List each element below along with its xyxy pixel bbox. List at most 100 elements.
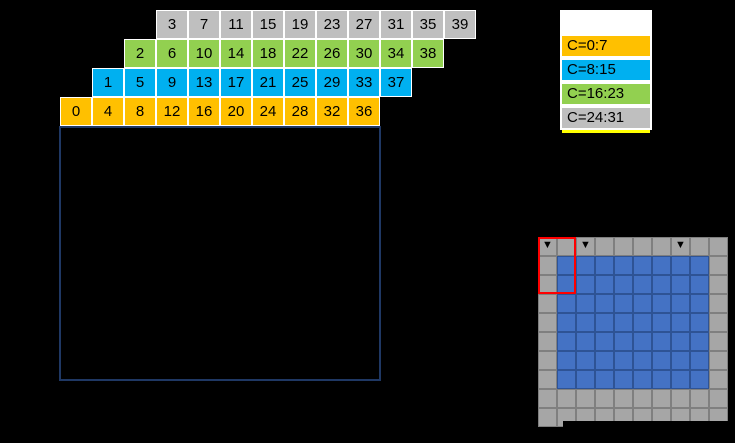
halo-cell: [538, 294, 557, 313]
interior-cell: [557, 313, 576, 332]
interior-cell: [595, 313, 614, 332]
index-cell: 2: [124, 39, 156, 68]
index-cell: 12: [156, 97, 188, 126]
index-cell: 15: [252, 10, 284, 39]
index-cell: 3: [156, 10, 188, 39]
index-cell: 16: [188, 97, 220, 126]
down-arrow-icon: ▼: [542, 239, 553, 251]
index-cell: 28: [284, 97, 316, 126]
interior-cell: [633, 275, 652, 294]
index-cell: 11: [220, 10, 252, 39]
index-cell: 1: [92, 68, 124, 97]
index-cell: 4: [92, 97, 124, 126]
interior-cell: [671, 294, 690, 313]
interior-cell: [595, 275, 614, 294]
interior-cell: [576, 313, 595, 332]
tile-grid: ▼▼▼: [538, 237, 728, 427]
interior-cell: [595, 332, 614, 351]
interior-cell: [690, 370, 709, 389]
interior-cell: [690, 275, 709, 294]
halo-cell: [709, 370, 728, 389]
legend-item-blank: [560, 10, 652, 34]
down-arrow-icon: ▼: [580, 239, 591, 251]
interior-cell: [595, 370, 614, 389]
interior-cell: [614, 351, 633, 370]
interior-cell: [614, 313, 633, 332]
halo-cell: [671, 389, 690, 408]
index-cell: 0: [60, 97, 92, 126]
halo-cell: [557, 389, 576, 408]
interior-cell: [595, 294, 614, 313]
index-cell: 31: [380, 10, 412, 39]
index-cell: 27: [348, 10, 380, 39]
halo-cell: [614, 389, 633, 408]
halo-cell: [671, 237, 690, 256]
halo-cell: [652, 237, 671, 256]
interior-cell: [671, 275, 690, 294]
interior-cell: [576, 370, 595, 389]
interior-cell: [671, 332, 690, 351]
halo-cell: [538, 351, 557, 370]
index-cell: 5: [124, 68, 156, 97]
halo-cell: [709, 256, 728, 275]
index-cell: 26: [316, 39, 348, 68]
halo-cell: [538, 408, 557, 427]
index-cell: 25: [284, 68, 316, 97]
index-cell: 24: [252, 97, 284, 126]
halo-cell: [538, 389, 557, 408]
halo-cell: [709, 351, 728, 370]
index-cell: 7: [188, 10, 220, 39]
interior-cell: [633, 370, 652, 389]
index-cell: 29: [316, 68, 348, 97]
halo-cell: [652, 389, 671, 408]
halo-cell: [709, 294, 728, 313]
index-cell: 6: [156, 39, 188, 68]
halo-cell: [690, 237, 709, 256]
halo-cell: [709, 389, 728, 408]
halo-cell: [633, 237, 652, 256]
interior-cell: [690, 294, 709, 313]
interior-cell: [614, 256, 633, 275]
index-cell: 33: [348, 68, 380, 97]
black-box: [563, 421, 735, 443]
interior-cell: [633, 256, 652, 275]
halo-cell: [576, 237, 595, 256]
index-cell: 10: [188, 39, 220, 68]
highlight-red-box: [538, 237, 576, 294]
interior-cell: [690, 351, 709, 370]
index-cell: 37: [380, 68, 412, 97]
index-cell: 38: [412, 39, 444, 68]
legend-item: C=0:7: [560, 34, 652, 58]
interior-cell: [690, 313, 709, 332]
interior-cell: [633, 332, 652, 351]
interior-cell: [671, 370, 690, 389]
halo-cell: [576, 389, 595, 408]
interior-cell: [690, 256, 709, 275]
interior-cell: [595, 351, 614, 370]
interior-cell: [671, 256, 690, 275]
halo-cell: [538, 370, 557, 389]
legend-item: C=16:23: [560, 82, 652, 106]
interior-cell: [557, 294, 576, 313]
index-cell: 17: [220, 68, 252, 97]
interior-cell: [690, 332, 709, 351]
index-cell: 13: [188, 68, 220, 97]
interior-cell: [671, 313, 690, 332]
index-cell: 36: [348, 97, 380, 126]
interior-cell: [576, 294, 595, 313]
halo-cell: [633, 389, 652, 408]
index-cell: 19: [284, 10, 316, 39]
interior-cell: [576, 256, 595, 275]
interior-cell: [557, 332, 576, 351]
index-cell: 39: [444, 10, 476, 39]
interior-cell: [614, 275, 633, 294]
halo-cell: [709, 237, 728, 256]
interior-cell: [614, 294, 633, 313]
halo-cell: [595, 389, 614, 408]
index-cell: 20: [220, 97, 252, 126]
index-cell: 18: [252, 39, 284, 68]
halo-cell: [538, 313, 557, 332]
index-cell: 9: [156, 68, 188, 97]
